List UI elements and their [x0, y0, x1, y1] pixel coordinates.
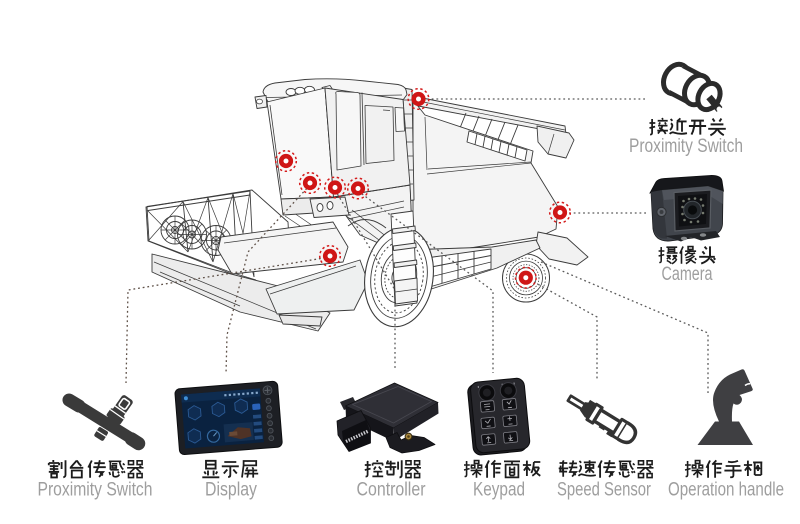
- svg-text:Display: Display: [205, 480, 257, 501]
- svg-text:Proximity Switch: Proximity Switch: [38, 480, 153, 501]
- svg-text:Proximity Switch: Proximity Switch: [629, 136, 743, 157]
- svg-text:Keypad: Keypad: [473, 480, 525, 501]
- svg-text:Camera: Camera: [662, 264, 713, 285]
- svg-text:Operation handle: Operation handle: [668, 480, 784, 501]
- svg-text:Controller: Controller: [357, 480, 427, 501]
- svg-text:Speed Sensor: Speed Sensor: [557, 480, 652, 501]
